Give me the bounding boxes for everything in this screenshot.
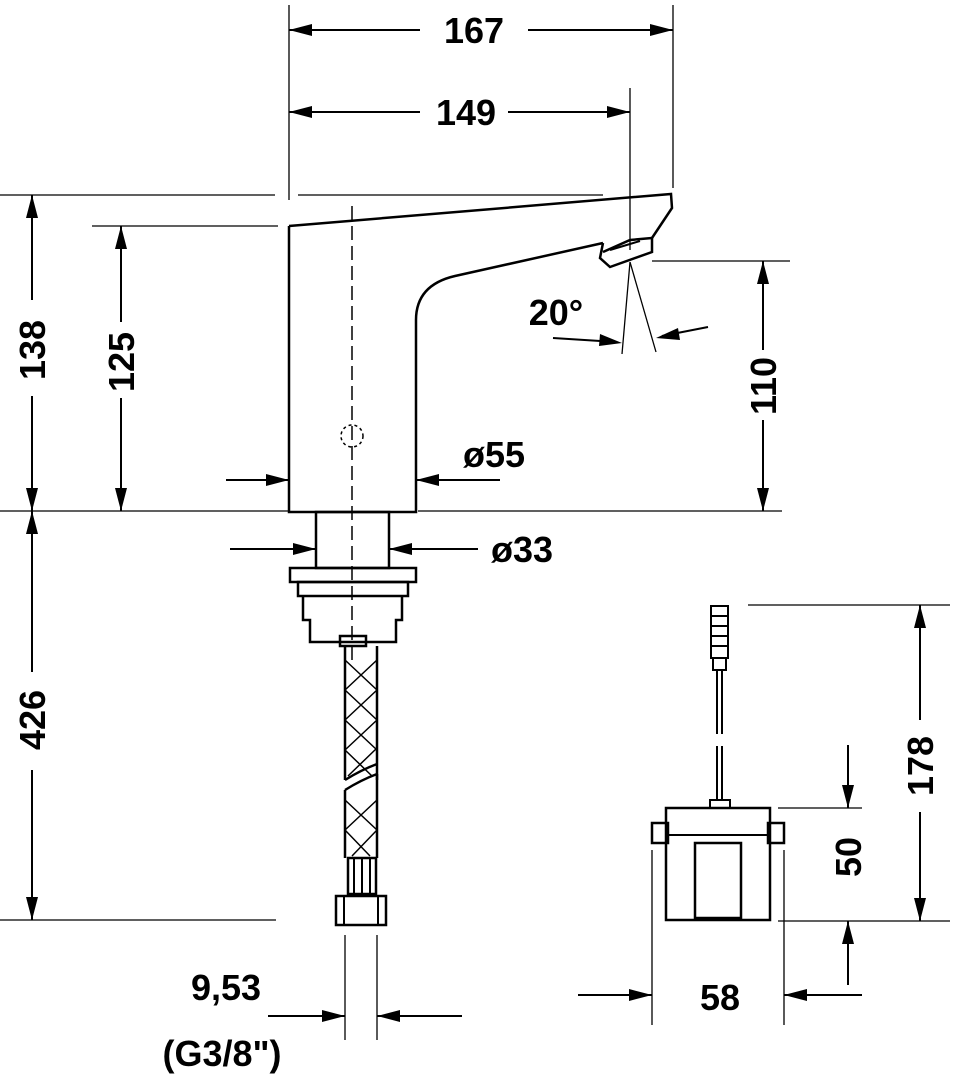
label-total-height: 138: [12, 320, 53, 380]
label-hose-connection-size: 9,53: [191, 967, 261, 1008]
dim-9-53: [268, 935, 462, 1040]
label-body-height: 125: [101, 332, 142, 392]
label-overall-length: 167: [444, 10, 504, 51]
label-hose-connection-thread: (G3/8"): [162, 1033, 281, 1074]
label-spout-reach: 149: [436, 92, 496, 133]
dim-50: [778, 745, 862, 985]
dim-426: [0, 511, 276, 921]
dim-125: [92, 225, 278, 511]
dim-178: [748, 604, 950, 922]
label-shank-diameter: ø33: [491, 529, 553, 570]
label-control-box-width: 58: [700, 977, 740, 1018]
dim-110: [652, 260, 790, 511]
mounting-assembly: [288, 510, 418, 648]
dim-20-degrees: [552, 261, 709, 355]
dim-167: [288, 5, 674, 200]
hose: [334, 646, 388, 927]
dim-diameter-33: [230, 543, 478, 555]
label-control-box-height: 178: [900, 736, 941, 796]
faucet-body: [287, 192, 674, 514]
dim-149: [289, 88, 631, 250]
dim-58: [578, 850, 862, 1025]
label-hose-length: 426: [12, 690, 53, 750]
label-control-box-body-height: 50: [828, 837, 869, 877]
label-body-diameter: ø55: [463, 434, 525, 475]
label-outlet-height: 110: [743, 357, 784, 415]
control-box: [650, 605, 786, 922]
dim-diameter-55: [226, 474, 500, 486]
sensor-icon: [340, 424, 364, 448]
label-spout-angle: 20°: [529, 292, 583, 333]
dim-138: [0, 194, 782, 512]
